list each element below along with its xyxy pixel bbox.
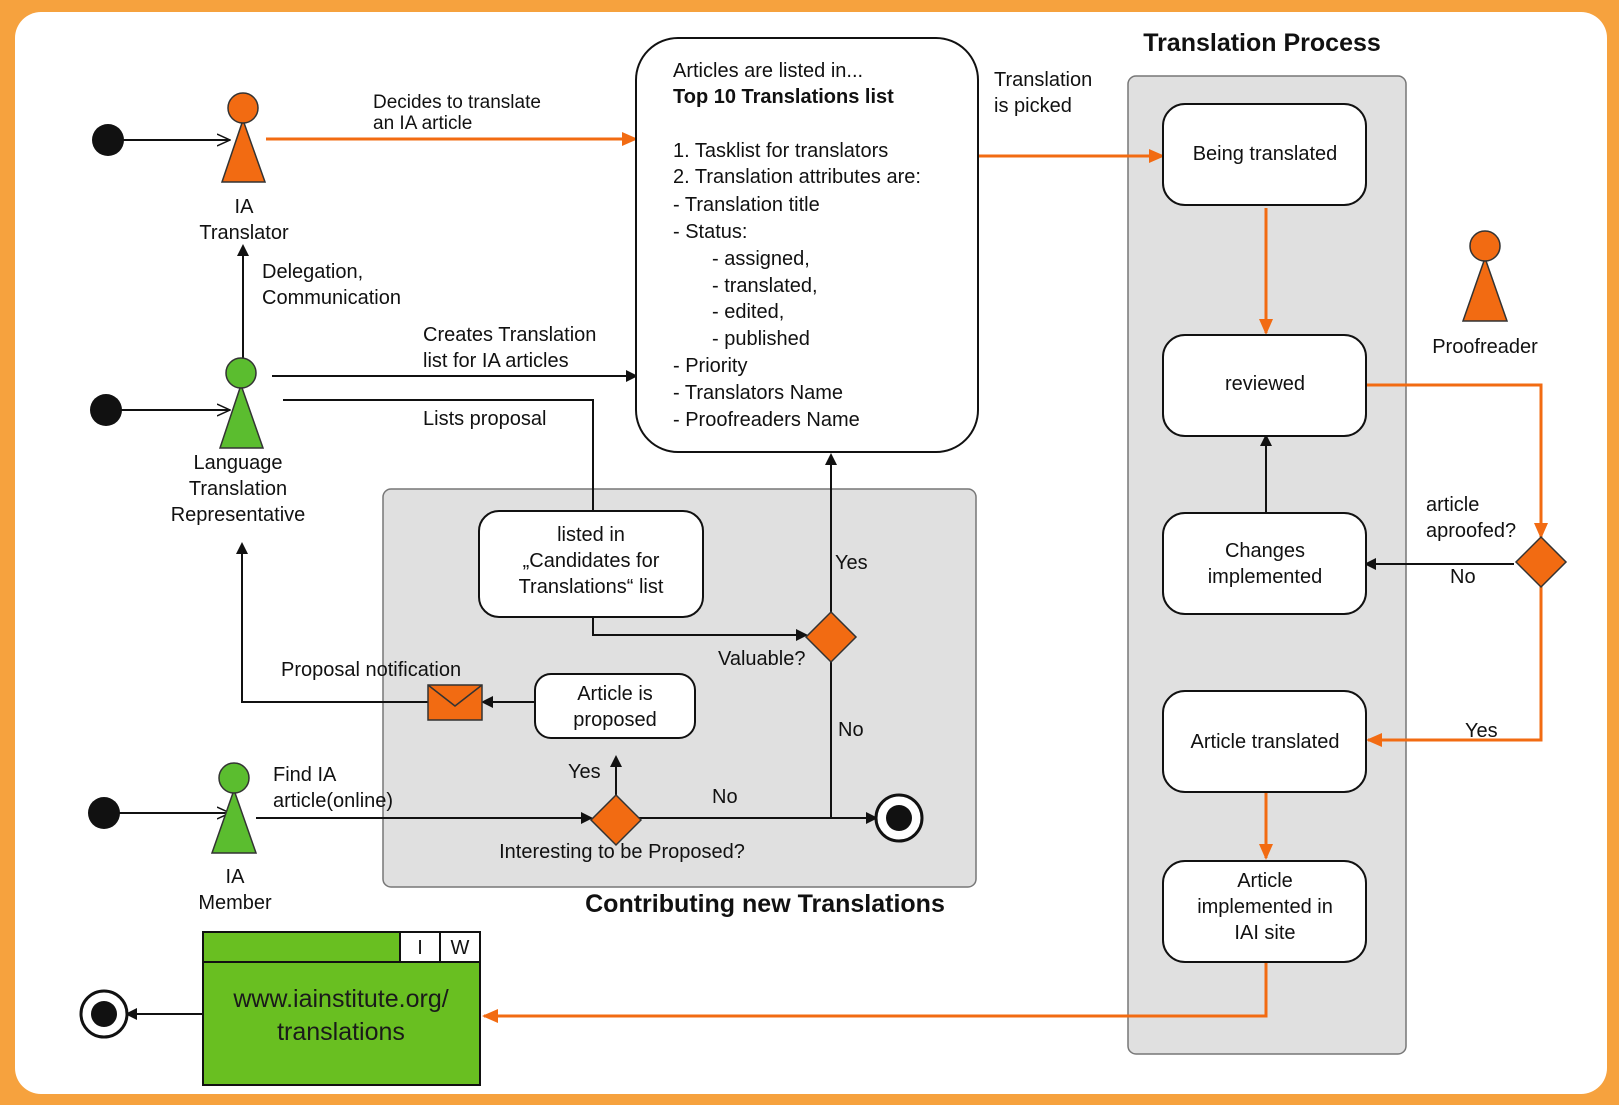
articles-item: - Translation title (673, 194, 820, 216)
start-node-representative (90, 394, 122, 426)
website-url-2: translations (277, 1018, 405, 1046)
website-box (202, 931, 481, 1086)
articles-item: - Status: (673, 221, 747, 243)
articles-status-item: - published (712, 328, 810, 350)
articles-item: - Proofreaders Name (673, 409, 860, 431)
changes-text-1: Changes (1225, 540, 1305, 562)
representative-label-1: Language (194, 452, 283, 474)
lists-proposal-line (283, 399, 594, 511)
reviewed-to-aproofed-arrow (1366, 383, 1548, 539)
representative-label-3: Representative (171, 504, 306, 526)
articles-line-2: Top 10 Translations list (673, 86, 894, 108)
aproofed-no-label: No (1450, 566, 1476, 588)
decides-label-1: Decides to translate (373, 92, 541, 113)
interesting-decision-label: Interesting to be Proposed? (499, 841, 745, 863)
valuable-decision-label: Valuable? (718, 648, 805, 670)
articles-list-box (635, 37, 979, 453)
articles-status-item: - assigned, (712, 248, 810, 270)
end-node-contributing-inner (886, 805, 912, 831)
articles-line-1: Articles are listed in... (673, 60, 863, 82)
start-node-member (88, 797, 120, 829)
reviewed-state (1162, 334, 1367, 437)
lists-proposal-label: Lists proposal (423, 408, 546, 430)
implemented-state (1162, 860, 1367, 963)
candidates-text-1: listed in (557, 524, 625, 546)
interesting-decision (589, 793, 643, 847)
translator-actor-icon (220, 92, 267, 183)
reviewed-text: reviewed (1225, 373, 1305, 395)
proposed-state (534, 673, 696, 739)
articles-status-item: - translated, (712, 275, 818, 297)
find-label-1: Find IA (273, 764, 337, 786)
implemented-text-1: Article (1237, 870, 1293, 892)
article-translated-text: Article translated (1191, 731, 1340, 753)
website-url-1: www.iainstitute.org/ (232, 985, 448, 1013)
website-tab-w: W (451, 937, 470, 959)
valuable-no-label: No (838, 719, 864, 741)
proofreader-actor-icon (1461, 230, 1509, 322)
representative-label-2: Translation (189, 478, 287, 500)
candidates-state (478, 510, 704, 618)
picked-label-2: is picked (994, 95, 1072, 117)
proposed-text-1: Article is (577, 683, 653, 705)
creates-label-2: list for IA articles (423, 350, 569, 372)
start-node-translator (92, 124, 124, 156)
aproofed-label-2: aproofed? (1426, 520, 1516, 542)
proposed-text-2: proposed (573, 709, 656, 731)
valuable-decision (804, 610, 858, 664)
representative-actor-icon (218, 357, 265, 449)
aproofed-yes-label: Yes (1465, 720, 1498, 742)
delegation-label-2: Communication (262, 287, 401, 309)
member-actor-icon (210, 762, 258, 854)
articles-item: - Priority (673, 355, 747, 377)
interesting-no-label: No (712, 786, 738, 808)
changes-state (1162, 512, 1367, 615)
website-tab-i: I (417, 937, 423, 959)
envelope-icon (427, 684, 483, 721)
find-label-2: article(online) (273, 790, 393, 812)
notification-to-representative-arrow (236, 542, 428, 703)
process-title: Translation Process (1143, 29, 1381, 57)
aproofed-decision (1514, 535, 1568, 589)
candidates-text-2: „Candidates for (523, 550, 660, 572)
decides-label-2: an IA article (373, 113, 472, 134)
implemented-text-2: implemented in (1197, 896, 1333, 918)
being-translated-text: Being translated (1193, 143, 1338, 165)
candidates-to-valuable-arrow (592, 617, 808, 641)
interesting-yes-label: Yes (568, 761, 601, 783)
article-translated-state (1162, 690, 1367, 793)
aproofed-yes-arrow (1366, 586, 1543, 747)
articles-item: 1. Tasklist for translators (673, 140, 888, 162)
candidates-text-3: Translations“ list (519, 576, 664, 598)
articles-item: - Translators Name (673, 382, 843, 404)
member-label-1: IA (226, 866, 246, 888)
implemented-to-website-arrow (482, 962, 1268, 1023)
translator-label-2: Translator (199, 222, 289, 244)
proposal-notification-label: Proposal notification (281, 659, 461, 681)
end-node-website-inner (91, 1001, 117, 1027)
implemented-text-3: IAI site (1234, 922, 1295, 944)
articles-item: 2. Translation attributes are: (673, 166, 921, 188)
contributing-title: Contributing new Translations (585, 890, 945, 918)
valuable-yes-label: Yes (835, 552, 868, 574)
picked-label-1: Translation (994, 69, 1092, 91)
being-translated-state (1162, 103, 1367, 206)
aproofed-label-1: article (1426, 494, 1479, 516)
translator-label-1: IA (235, 196, 255, 218)
creates-label-1: Creates Translation (423, 324, 596, 346)
member-label-2: Member (198, 892, 272, 914)
delegation-label-1: Delegation, (262, 261, 363, 283)
changes-text-2: implemented (1208, 566, 1323, 588)
proofreader-label: Proofreader (1432, 336, 1538, 358)
articles-status-item: - edited, (712, 301, 784, 323)
